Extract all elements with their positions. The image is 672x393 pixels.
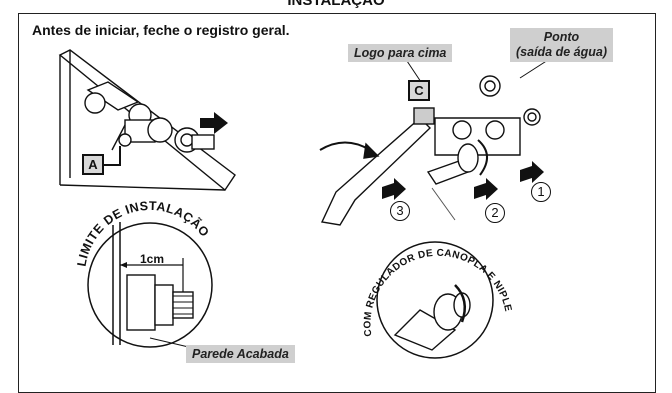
logo-label: Logo para cima — [348, 44, 453, 62]
ponto-label-line2: (saída de água) — [516, 45, 607, 59]
page-title: INSTALAÇÃO — [287, 0, 385, 9]
step-number-3: 3 — [390, 201, 410, 221]
step-number-2: 2 — [485, 203, 505, 223]
step-number-1: 1 — [531, 182, 551, 202]
ponto-label: Ponto (saída de água) — [510, 28, 613, 62]
step-arrow-1 — [520, 161, 544, 183]
push-arrow-left — [200, 112, 228, 134]
ponto-label-line1: Ponto — [543, 30, 580, 44]
diagram-artwork: LIMITE DE INSTALAÇÃO — [58, 49, 549, 359]
spout-drawing — [319, 107, 435, 226]
handle-drawing — [426, 139, 488, 185]
installation-limit-inset: LIMITE DE INSTALAÇÃO — [75, 199, 213, 348]
wall-valve-drawing — [58, 49, 236, 192]
step-arrow-3 — [382, 178, 406, 200]
marker-a: A — [82, 154, 104, 175]
canopy-plate — [434, 75, 541, 156]
installation-diagram: INSTALAÇÃO Antes de iniciar, feche o reg… — [18, 0, 656, 393]
regulator-inset: COM REGULADOR DE CANOPLA E NIPLE — [362, 241, 513, 359]
one-cm-label: 1cm — [140, 252, 165, 266]
step-arrow-2 — [474, 178, 498, 200]
finished-wall-label: Parede Acabada — [186, 345, 295, 363]
marker-c: C — [408, 80, 430, 101]
instruction-text: Antes de iniciar, feche o registro geral… — [32, 22, 290, 38]
